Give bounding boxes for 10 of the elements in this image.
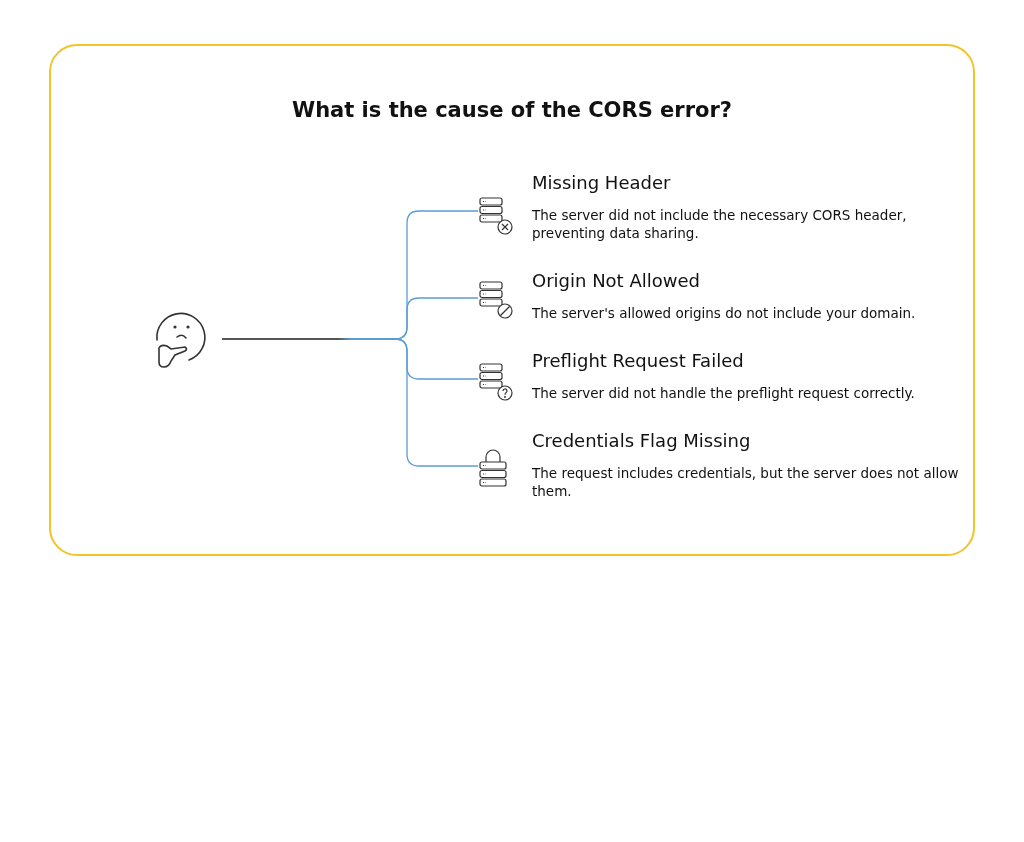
cause-description: The server's allowed origins do not include your domain. [532, 304, 917, 322]
cause-heading: Missing Header [532, 172, 671, 193]
cause-description: The server did not handle the preflight request correctly. [532, 384, 916, 402]
card-panel [49, 44, 975, 556]
cause-description: The server did not include the necessary CORS header, preventing data sharing. [532, 206, 908, 242]
cause-description: The request includes credentials, but the server does not allow them. [532, 464, 960, 500]
card-heading: What is the cause of the CORS error? [291, 98, 733, 122]
cause-heading: Preflight Request Failed [532, 350, 744, 371]
cause-heading: Origin Not Allowed [532, 270, 700, 291]
cause-heading: Credentials Flag Missing [532, 430, 751, 451]
